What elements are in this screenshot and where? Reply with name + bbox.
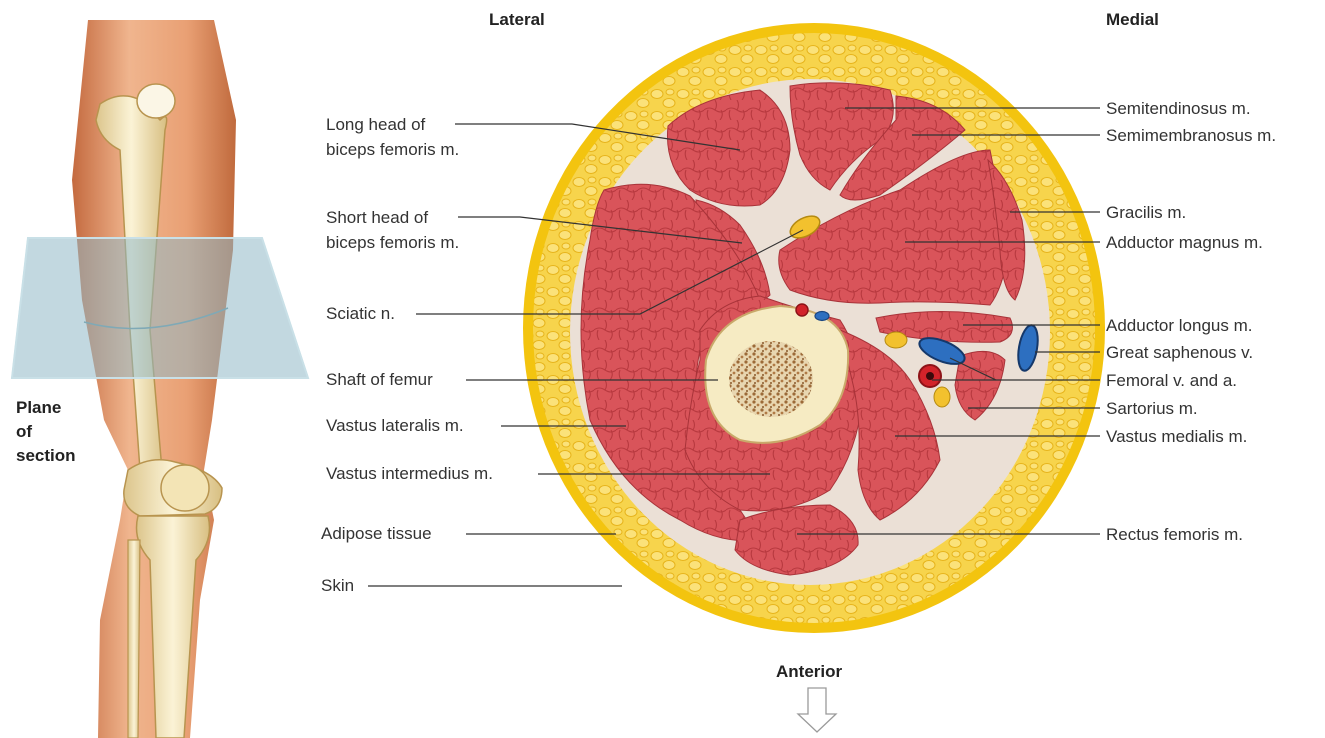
small-vein (815, 312, 829, 321)
label-adductor-magnus: Adductor magnus m. (1106, 230, 1263, 255)
medial-label: Medial (1106, 7, 1159, 32)
bone-marrow (729, 341, 813, 417)
femoral-head (137, 84, 175, 118)
label-shaft-of-femur: Shaft of femur (326, 367, 433, 392)
fibula-bone (128, 540, 140, 738)
femoral-nerve-branch (934, 387, 950, 407)
label-great-saphenous: Great saphenous v. (1106, 340, 1253, 365)
anterior-arrow-icon (798, 688, 836, 732)
lateral-label: Lateral (489, 7, 545, 32)
label-rectus-femoris: Rectus femoris m. (1106, 522, 1243, 547)
small-artery (796, 304, 808, 316)
label-vastus-intermedius: Vastus intermedius m. (326, 461, 493, 486)
label-vastus-lateralis: Vastus lateralis m. (326, 413, 464, 438)
label-vastus-medialis: Vastus medialis m. (1106, 424, 1247, 449)
saphenous-nerve (885, 332, 907, 348)
label-sciatic-nerve: Sciatic n. (326, 301, 395, 326)
patella (161, 465, 209, 511)
label-femoral-vessels: Femoral v. and a. (1106, 368, 1237, 393)
label-gracilis: Gracilis m. (1106, 200, 1186, 225)
label-sartorius: Sartorius m. (1106, 396, 1198, 421)
leg-illustration (12, 20, 308, 738)
label-semimembranosus: Semimembranosus m. (1106, 123, 1276, 148)
plane-of-section-label: Plane of section (16, 396, 76, 468)
label-adductor-longus: Adductor longus m. (1106, 313, 1252, 338)
anterior-label: Anterior (776, 659, 842, 684)
plane-of-section (12, 238, 308, 378)
label-semitendinosus: Semitendinosus m. (1106, 96, 1251, 121)
label-adipose-tissue: Adipose tissue (321, 521, 432, 546)
label-skin: Skin (321, 573, 354, 598)
cross-section (523, 23, 1105, 633)
